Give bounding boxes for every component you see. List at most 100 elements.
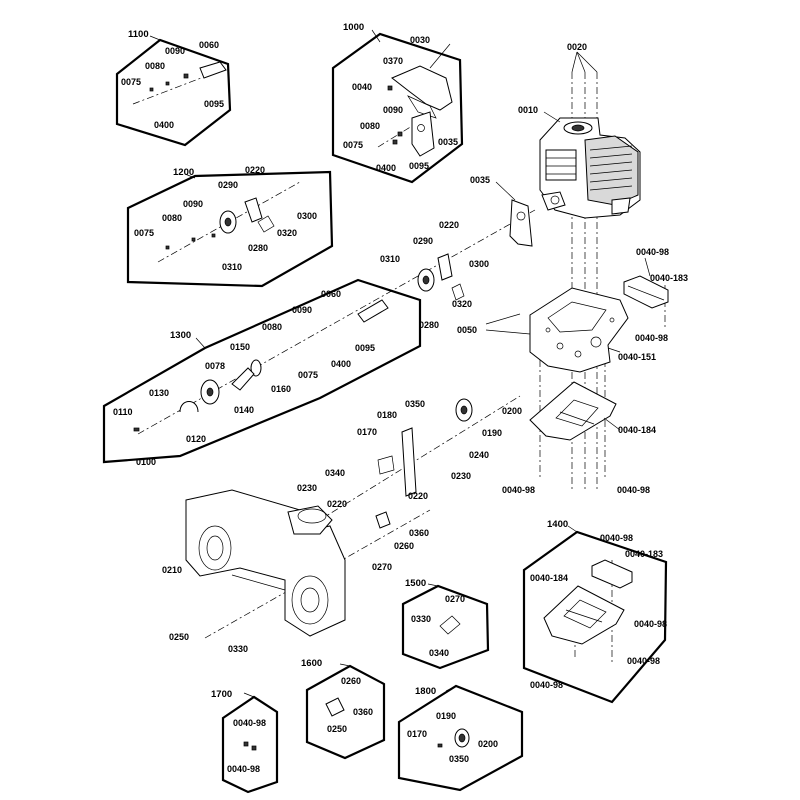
part-label-0300-g1200: 0300 [297,211,317,221]
part-label-0360-main: 0360 [409,528,429,538]
part-label-0400-g1100: 0400 [154,120,174,130]
part-label-0230-right: 0230 [451,471,471,481]
part-label-0260-main: 0260 [394,541,414,551]
part-label-0400-g1300: 0400 [331,359,351,369]
part-label-0260-g1600: 0260 [341,676,361,686]
part-label-0370: 0370 [383,56,403,66]
part-label-0240: 0240 [469,450,489,460]
part-label-0010: 0010 [518,105,538,115]
part-label-0040-98-g1400-right: 0040-98 [634,619,667,629]
part-label-0090-g1200: 0090 [183,199,203,209]
part-label-0060-g1100: 0060 [199,40,219,50]
part-label-0075-g1300: 0075 [298,370,318,380]
support-plate [529,287,629,373]
part-label-0270-main: 0270 [372,562,392,572]
part-label-0095-g1100: 0095 [204,99,224,109]
part-label-0040-98-g1700-bottom: 0040-98 [227,764,260,774]
small-group-parts [243,615,470,751]
top-bracket [623,275,669,309]
part-label-0080-g1100: 0080 [145,61,165,71]
part-label-0320-axis: 0320 [452,299,472,309]
part-label-0075-g1200: 0075 [134,228,154,238]
skid-plate [529,381,617,441]
part-label-0320-g1200: 0320 [277,228,297,238]
part-label-0078: 0078 [205,361,225,371]
part-label-0310-g1200: 0310 [222,262,242,272]
part-label-0075-g1100: 0075 [121,77,141,87]
part-label-0270-g1500: 0270 [445,594,465,604]
part-label-0190-g1800: 0190 [436,711,456,721]
part-label-0040-183-g1400: 0040-183 [625,549,663,559]
part-label-0090-g1100: 0090 [165,46,185,56]
part-label-0050: 0050 [457,325,477,335]
group-1400-parts [543,559,633,645]
part-label-0330-main: 0330 [228,644,248,654]
part-label-0080-axis: 0080 [262,322,282,332]
part-label-0220-axis: 0220 [439,220,459,230]
part-label-0110: 0110 [113,407,133,417]
part-label-0250-g1600: 0250 [327,724,347,734]
part-label-0040-98-lower-left: 0040-98 [502,485,535,495]
part-label-0280-g1200: 0280 [248,243,268,253]
engine-illustration [539,117,641,219]
drive-axis-parts [133,253,465,432]
part-label-0210: 0210 [162,565,182,575]
part-label-0095-g1000: 0095 [409,161,429,171]
group-1000-parts [387,65,453,157]
auger-housing [185,489,346,637]
part-label-0020: 0020 [567,42,587,52]
part-label-0130: 0130 [149,388,169,398]
part-label-0200-main: 0200 [502,406,522,416]
part-label-0220-housing: 0220 [327,499,347,509]
part-label-0340-g1500: 0340 [429,648,449,658]
group-box-1300 [102,278,422,464]
part-label-0040: 0040 [352,82,372,92]
part-label-0030: 0030 [410,35,430,45]
part-label-0350-g1800: 0350 [449,754,469,764]
group-label-1000: 1000 [343,22,364,33]
part-label-0060-axis: 0060 [321,289,341,299]
part-label-0100: 0100 [136,457,156,467]
part-label-0035-engine: 0035 [470,175,490,185]
part-label-0170-g1800: 0170 [407,729,427,739]
part-label-0280-axis: 0280 [419,320,439,330]
part-label-0090-g1000: 0090 [383,105,403,115]
part-label-0340-main: 0340 [325,468,345,478]
part-label-0040-183-frame: 0040-183 [650,273,688,283]
part-label-0140: 0140 [234,405,254,415]
part-label-0230-left: 0230 [297,483,317,493]
group-label-1300: 1300 [170,330,191,341]
part-label-0150: 0150 [230,342,250,352]
part-label-0095-axis: 0095 [355,343,375,353]
group-1200-parts [165,197,275,250]
part-label-0350-main: 0350 [405,399,425,409]
part-label-0040-184-frame: 0040-184 [618,425,656,435]
part-label-0040-98-g1700-top: 0040-98 [233,718,266,728]
group-label-1100: 1100 [128,29,149,40]
part-label-0290-axis: 0290 [413,236,433,246]
part-label-0400-g1000: 0400 [376,163,396,173]
part-label-0180: 0180 [377,410,397,420]
part-label-0120: 0120 [186,434,206,444]
part-label-0040-98-g1400-lower: 0040-98 [627,656,660,666]
part-label-0040-184-g1400: 0040-184 [530,573,568,583]
part-label-0075-g1000: 0075 [343,140,363,150]
part-label-0330-g1500: 0330 [411,614,431,624]
part-label-0090-axis: 0090 [292,305,312,315]
part-label-0080-g1000: 0080 [360,121,380,131]
part-label-0160: 0160 [271,384,291,394]
part-label-0040-98-g1400-top: 0040-98 [600,533,633,543]
group-box-1700 [221,695,279,794]
part-label-0190-main: 0190 [482,428,502,438]
part-label-0080-g1200: 0080 [162,213,182,223]
part-label-0220-lower: 0220 [408,491,428,501]
group-label-1200: 1200 [173,167,194,178]
part-label-0040-98-g1400-left: 0040-98 [530,680,563,690]
group-label-1500: 1500 [405,578,426,589]
part-label-0170-main: 0170 [357,427,377,437]
part-label-0220-g1200: 0220 [245,165,265,175]
part-label-0040-98-right: 0040-98 [635,333,668,343]
part-label-0300-axis: 0300 [469,259,489,269]
group-label-1600: 1600 [301,658,322,669]
